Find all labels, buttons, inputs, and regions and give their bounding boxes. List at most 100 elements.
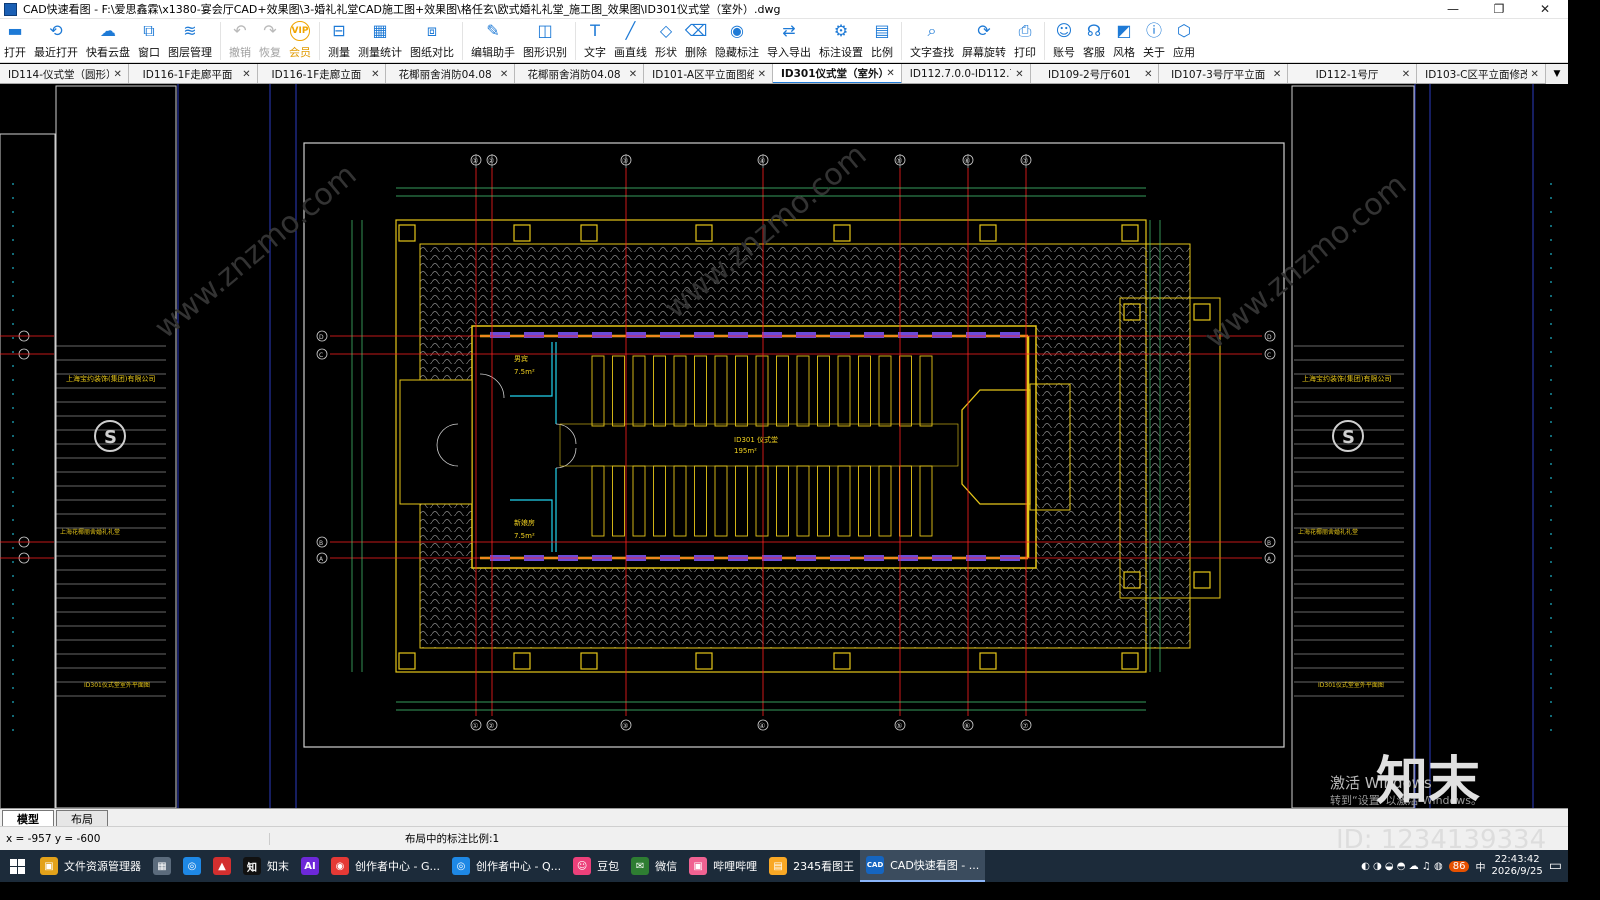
taskbar-app-6[interactable]: ◉创作者中心 - G...: [325, 850, 446, 882]
minimize-button[interactable]: —: [1447, 2, 1459, 16]
toolbar-button-16[interactable]: ⌫删除: [681, 19, 711, 63]
tab-close-icon[interactable]: ✕: [1401, 68, 1411, 80]
layout-tab-0[interactable]: 模型: [2, 810, 54, 826]
notification-icon[interactable]: ▭: [1548, 858, 1562, 874]
toolbar-button-15[interactable]: ◇形状: [651, 19, 681, 63]
clock[interactable]: 22:43:42 2026/9/25: [1491, 854, 1542, 878]
tab-close-icon[interactable]: ✕: [113, 68, 122, 80]
toolbar-button-22[interactable]: ⟳屏幕旋转: [958, 19, 1010, 63]
taskbar-app-7[interactable]: ◎创作者中心 - Q...: [446, 850, 567, 882]
taskbar-app-icon: ▣: [689, 857, 708, 875]
tab-close-icon[interactable]: ✕: [1272, 68, 1282, 80]
doc-tab-4[interactable]: 花椰丽舍消防04.08✕: [515, 64, 645, 83]
tab-close-icon[interactable]: ✕: [371, 68, 380, 80]
maximize-button[interactable]: ❐: [1493, 2, 1505, 16]
toolbar-button-24[interactable]: ☺账号: [1049, 19, 1079, 63]
toolbar-icon-17: ◉: [730, 21, 744, 40]
toolbar-button-8[interactable]: ⊟测量: [324, 19, 354, 63]
taskbar-app-icon: 知: [243, 857, 261, 875]
entry-vestibule: [399, 379, 473, 505]
tab-close-icon[interactable]: ✕: [1015, 68, 1024, 80]
tab-close-icon[interactable]: ✕: [628, 68, 638, 80]
pillar: [695, 224, 713, 242]
tab-close-icon[interactable]: ✕: [1530, 68, 1539, 80]
toolbar-icon-25: ☊: [1086, 21, 1102, 40]
taskbar-app-8[interactable]: ☺豆包: [567, 850, 625, 882]
toolbar-button-12[interactable]: ◫图形识别: [519, 19, 571, 63]
toolbar-icon-10: ⧈: [426, 21, 438, 40]
doc-tab-6[interactable]: ID301仪式堂（室外）✕: [772, 64, 902, 83]
tab-close-icon[interactable]: ✕: [886, 67, 895, 79]
toolbar-label-4: 图层管理: [168, 46, 212, 59]
toolbar-label-5: 撤销: [229, 46, 251, 59]
pillar: [979, 224, 997, 242]
doc-tab-label: ID107-3号厅平立面: [1171, 68, 1266, 81]
toolbar-button-19[interactable]: ⚙标注设置: [815, 19, 867, 63]
toolbar-button-18[interactable]: ⇄导入导出: [763, 19, 815, 63]
doc-tab-1[interactable]: ID116-1F走廊平面✕: [128, 64, 258, 83]
doc-tab-3[interactable]: 花椰丽舍消防04.08✕: [386, 64, 516, 83]
tab-close-icon[interactable]: ✕: [757, 68, 766, 80]
tab-list-menu-button[interactable]: ▼: [1546, 64, 1568, 84]
toolbar-button-4[interactable]: ≋图层管理: [164, 19, 216, 63]
taskbar-app-3[interactable]: ▲: [207, 850, 237, 882]
tray-icons[interactable]: ◐ ◑ ◒ ◓ ☁ ♫ ◍: [1361, 860, 1443, 872]
grid-col-label-bottom: ②: [488, 722, 494, 730]
toolbar-button-20[interactable]: ▤比例: [867, 19, 897, 63]
ime-indicator[interactable]: 中: [1475, 862, 1486, 874]
toolbar-button-11[interactable]: ✎编辑助手: [467, 19, 519, 63]
taskbar-app-11[interactable]: ▤2345看图王: [763, 850, 860, 882]
toolbar-button-2[interactable]: ☁快看云盘: [82, 19, 134, 63]
toolbar-button-28[interactable]: ⬡应用: [1169, 19, 1199, 63]
taskbar-app-1[interactable]: ▦: [147, 850, 177, 882]
taskbar-app-4[interactable]: 知知末: [237, 850, 295, 882]
doc-tab-10[interactable]: ID112-1号厅✕: [1288, 64, 1418, 83]
taskbar-app-0[interactable]: ▣文件资源管理器: [34, 850, 147, 882]
doc-tab-11[interactable]: ID103-C区平立面修改✕: [1417, 64, 1546, 83]
pew-north: [694, 355, 707, 427]
taskbar-app-2[interactable]: ◎: [177, 850, 207, 882]
toolbar-button-25[interactable]: ☊客服: [1079, 19, 1109, 63]
toolbar-button-9[interactable]: ▦测量统计: [354, 19, 406, 63]
partition-top: [510, 342, 553, 397]
tab-close-icon[interactable]: ✕: [242, 68, 251, 80]
taskbar-app-10[interactable]: ▣哔哩哔哩: [683, 850, 763, 882]
tab-close-icon[interactable]: ✕: [1144, 68, 1153, 80]
start-button[interactable]: [0, 850, 34, 882]
taskbar-app-icon: ◎: [451, 857, 470, 875]
doc-tab-2[interactable]: ID116-1F走廊立面✕: [257, 64, 387, 83]
toolbar-button-10[interactable]: ⧈ 图纸对比: [406, 19, 458, 63]
toolbar-button-26[interactable]: ◩风格: [1109, 19, 1139, 63]
toolbar-label-13: 文字: [584, 46, 606, 59]
toolbar-button-6[interactable]: ↷恢复: [255, 19, 285, 63]
doc-tab-5[interactable]: ID101-A区平立面图纸✕: [644, 64, 773, 83]
doc-tab-0[interactable]: ID114-仪式堂（圆形）✕: [0, 64, 129, 83]
altar-back: [1029, 383, 1071, 511]
toolbar-button-21[interactable]: ⌕文字查找: [906, 19, 958, 63]
close-button[interactable]: ✕: [1539, 2, 1551, 16]
toolbar-button-5[interactable]: ↶撤销: [225, 19, 255, 63]
toolbar-button-3[interactable]: ⧉窗口: [134, 19, 164, 63]
taskbar-app-9[interactable]: ✉微信: [625, 850, 683, 882]
doc-tab-8[interactable]: ID109-2号厅601✕: [1030, 64, 1160, 83]
doc-tab-9[interactable]: ID107-3号厅平立面 ✕: [1159, 64, 1289, 83]
grid-bubble: [962, 719, 974, 731]
toolbar-button-17[interactable]: ◉隐藏标注: [711, 19, 763, 63]
tab-close-icon[interactable]: ✕: [499, 68, 509, 80]
toolbar-label-10: 图纸对比: [410, 46, 454, 59]
doc-tab-7[interactable]: ID112.7.0.0-ID112.7…✕: [901, 64, 1031, 83]
toolbar-button-23[interactable]: ⎙打印: [1010, 19, 1040, 63]
grid-row-label-right: A: [1267, 556, 1272, 563]
taskbar-app-5[interactable]: AI: [295, 850, 325, 882]
toolbar-button-0[interactable]: ▬打开: [0, 19, 30, 63]
layout-tab-1[interactable]: 布局: [56, 810, 108, 826]
toolbar-icon-21: ⌕: [927, 21, 937, 40]
toolbar-button-14[interactable]: ╱画直线: [610, 19, 651, 63]
toolbar-separator: [901, 22, 902, 60]
toolbar-button-1[interactable]: ⟲最近打开: [30, 19, 82, 63]
